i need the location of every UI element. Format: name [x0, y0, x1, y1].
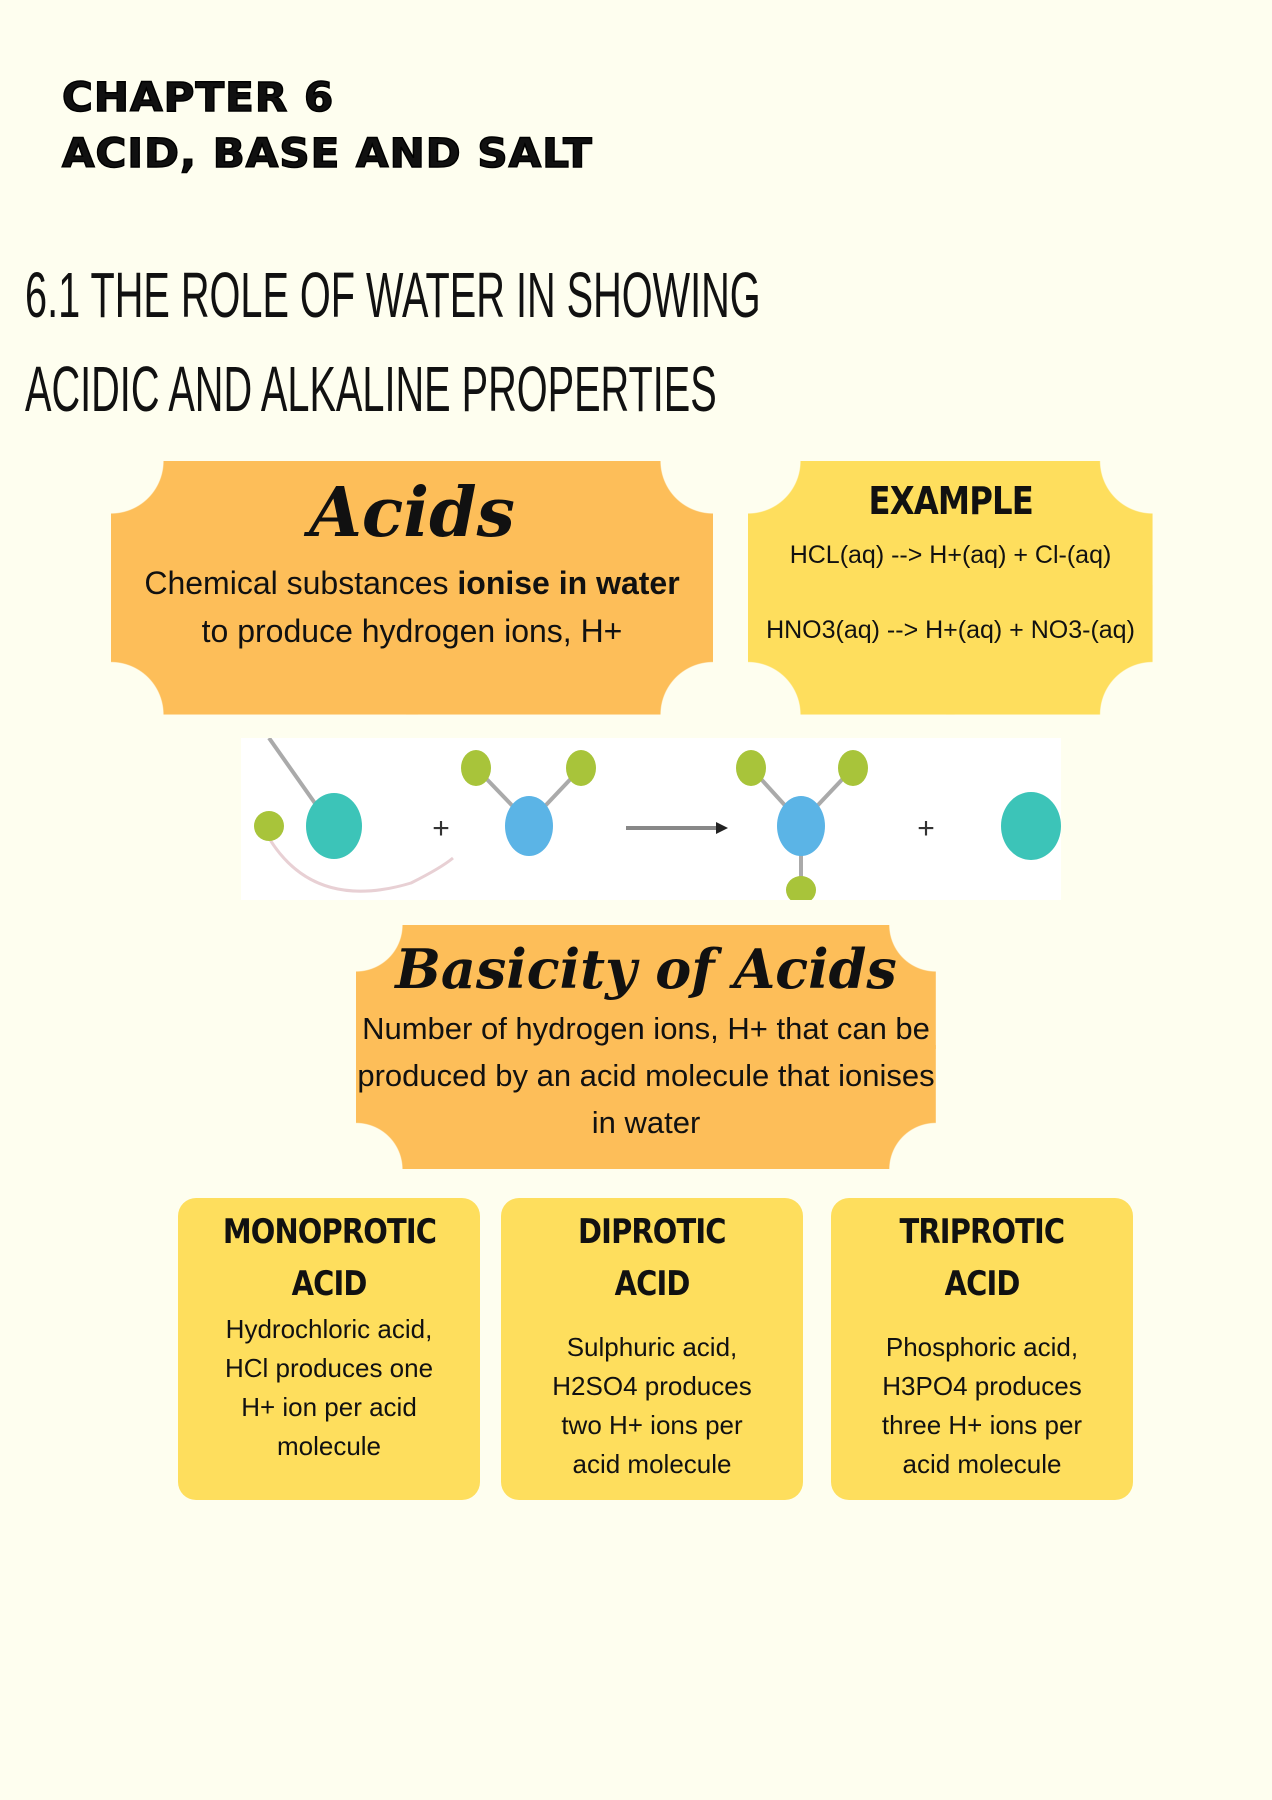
basicity-definition: Number of hydrogen ions, H+ that can be … [357, 1011, 935, 1140]
card-text: Sulphuric acid, H2SO4 produces two H+ io… [552, 1332, 752, 1479]
plus-sign: + [917, 812, 935, 845]
hydrogen-atom [254, 811, 284, 841]
hydronium-oxygen-atom [777, 796, 825, 856]
diagram-background [241, 738, 1061, 900]
hydrogen-atom [838, 750, 868, 786]
acids-title: Acids [309, 473, 515, 553]
example-equation-2: HNO3(aq) --> H+(aq) + NO3-(aq) [766, 616, 1135, 644]
oxygen-atom [505, 796, 553, 856]
chlorine-atom [306, 793, 362, 859]
example-box: EXAMPLE HCL(aq) --> H+(aq) + Cl-(aq) HNO… [748, 461, 1153, 715]
card-title: TRIPROTIC [899, 1212, 1066, 1252]
hydrogen-atom [736, 750, 766, 786]
hydrogen-atom [566, 750, 596, 786]
diprotic-card: DIPROTIC ACID Sulphuric acid, H2SO4 produ… [501, 1198, 803, 1500]
card-subtitle: ACID [944, 1264, 1021, 1304]
chloride-ion [1001, 792, 1061, 860]
chapter-number: CHAPTER 6 [61, 75, 335, 121]
example-title: EXAMPLE [868, 479, 1033, 523]
plus-sign: + [432, 812, 450, 845]
basicity-title: Basicity of Acids [395, 937, 897, 1001]
transfer-arrow [264, 832, 454, 893]
acids-definition-line2: to produce hydrogen ions, H+ [201, 613, 623, 649]
acids-text-bold: ionise in water [457, 565, 680, 601]
section-heading-line2: ACIDIC AND ALKALINE PROPERTIES [25, 353, 717, 425]
card-subtitle: ACID [614, 1264, 691, 1304]
card-title: MONOPROTIC [222, 1212, 436, 1252]
card-text: Phosphoric acid, H3PO4 produces three H+… [881, 1332, 1083, 1479]
acids-text-pre: Chemical substances [144, 565, 458, 601]
card-text: Hydrochloric acid, HCl produces one H+ i… [224, 1314, 434, 1461]
hydrogen-atom [786, 876, 816, 900]
card-subtitle: ACID [291, 1264, 368, 1304]
acids-definition: Chemical substances ionise in water [111, 559, 713, 607]
acids-box: Acids Chemical substances ionise in wate… [111, 461, 713, 715]
monoprotic-card: MONOPROTIC ACID Hydrochloric acid, HCl pr… [178, 1198, 480, 1500]
example-equation-1: HCL(aq) --> H+(aq) + Cl-(aq) [789, 541, 1112, 569]
chapter-title: ACID, BASE AND SALT [61, 131, 593, 177]
triprotic-card: TRIPROTIC ACID Phosphoric acid, H3PO4 pro… [831, 1198, 1133, 1500]
card-title: DIPROTIC [578, 1212, 726, 1252]
basicity-box: Basicity of Acids Number of hydrogen ion… [356, 925, 936, 1169]
ionisation-diagram: + + [241, 738, 1061, 900]
section-heading-line1: 6.1 THE ROLE OF WATER IN SHOWING [25, 259, 761, 331]
hydrogen-atom [461, 750, 491, 786]
